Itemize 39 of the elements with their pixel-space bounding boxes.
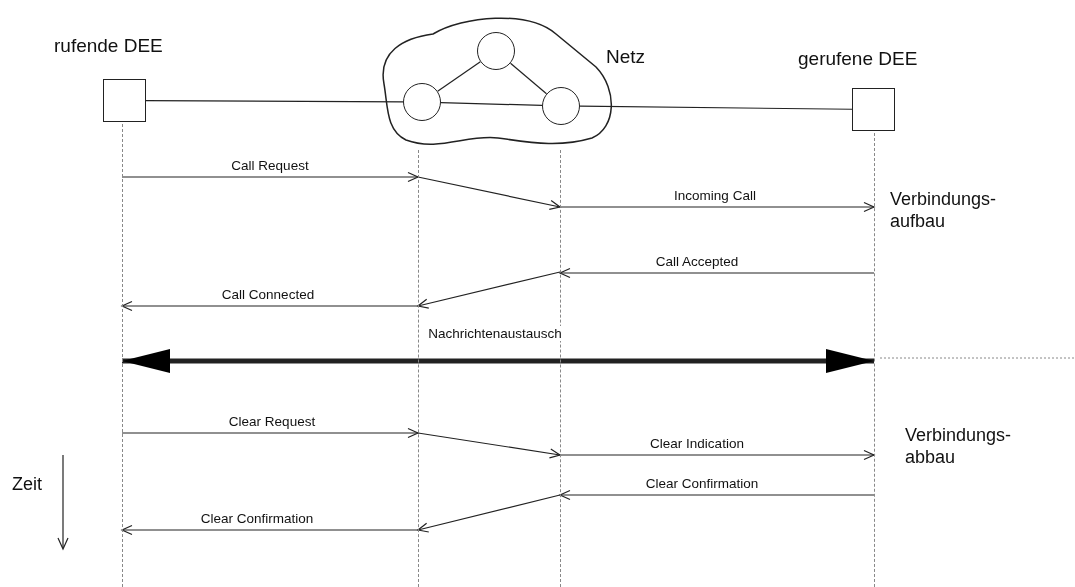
network-node [477,32,515,70]
edge-label: Call Connected [219,287,317,302]
edge-label: Clear Indication [648,436,746,451]
message-arrow [121,171,419,183]
thick-arrow [122,349,874,373]
message-arrow [417,271,561,309]
message-arrow [417,494,561,533]
edge-label: Call Request [229,158,311,173]
message-arrow [417,432,561,459]
network-label: Netz [606,46,646,68]
message-arrow [559,267,875,279]
lifeline [874,133,875,587]
message-arrow [121,524,419,536]
edge-label: Incoming Call [672,188,758,203]
phase-label: Verbindungs- abbau [905,424,1013,468]
connection-line [440,101,543,107]
station-label: gerufene DEE [798,48,918,70]
network-node [403,83,441,121]
message-arrow [121,427,419,439]
connection-line [145,100,404,103]
axis-label: Zeit [12,473,43,495]
lifeline [418,150,419,587]
lifeline [122,124,123,587]
edge-label: Clear Request [226,414,318,429]
message-arrow [559,201,875,213]
edge-label: Clear Confirmation [198,511,316,526]
connection-line [509,62,548,95]
network-node [542,87,580,125]
station-label: rufende DEE [54,35,163,57]
edge-label: Clear Confirmation [643,476,761,491]
message-arrow [559,489,875,501]
message-arrow [417,176,561,210]
message-arrow [121,300,419,312]
connection-line [579,105,853,110]
edge-label: Nachrichtenaustausch [426,326,564,341]
message-arrow [559,449,875,461]
edge-label: Call Accepted [653,254,741,269]
phase-label: Verbindungs- aufbau [890,188,998,232]
connection-line [437,61,481,92]
